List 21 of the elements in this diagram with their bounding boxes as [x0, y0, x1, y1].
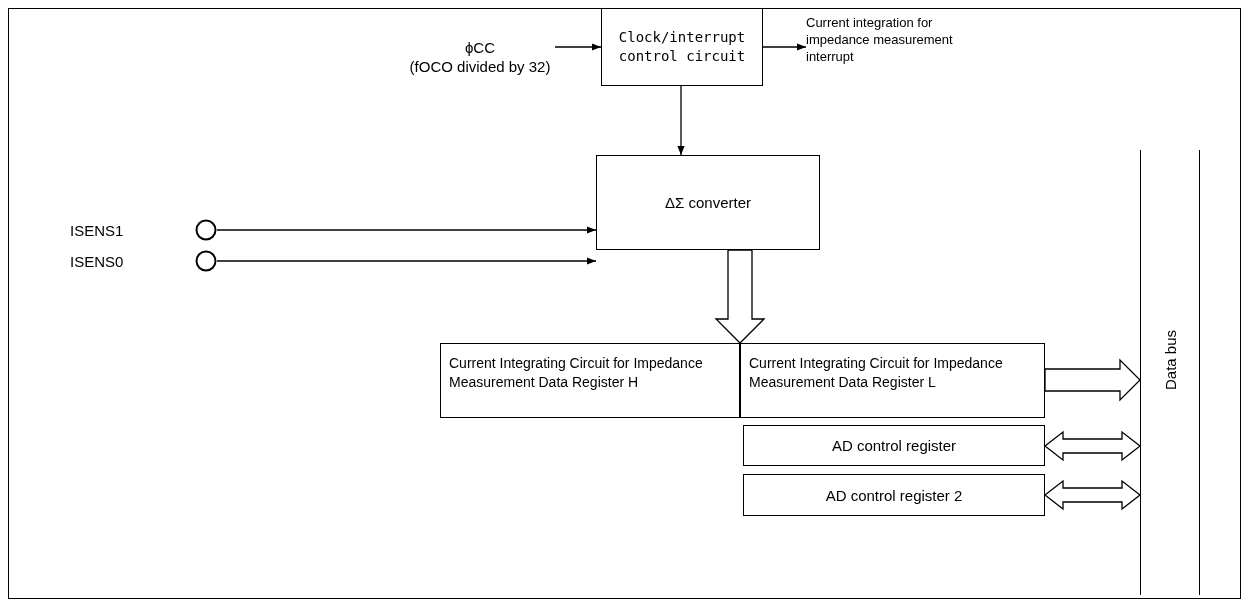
signal-label: Current integration for impedance measurement interrupt [806, 14, 966, 94]
circuit-box: ΔΣ converter [596, 155, 820, 250]
double-block-arrow [1043, 430, 1142, 462]
pin-label: ISENS0 [70, 251, 124, 271]
double-block-arrow [1043, 479, 1142, 511]
signal-label: (fOCO divided by 32) [408, 57, 552, 76]
bus-label: Data bus [1160, 330, 1180, 391]
block-arrow [714, 249, 766, 344]
arrow [216, 226, 597, 234]
arrow [554, 43, 602, 51]
arrow [762, 43, 807, 51]
circuit-box: Clock/interrupt control circuit [601, 8, 763, 86]
arrow [677, 85, 685, 156]
block-arrow [1044, 358, 1141, 402]
circuit-box: AD control register 2 [743, 474, 1045, 516]
circuit-box: AD control register [743, 425, 1045, 466]
pin-label: ISENS1 [70, 220, 124, 240]
signal-label: ϕCC [463, 38, 497, 57]
register-box: Current Integrating Circuit for Impedance Measurement Data Register H [440, 343, 740, 418]
arrow [216, 257, 597, 265]
register-box: Current Integrating Circuit for Impedance Measurement Data Register L [740, 343, 1045, 418]
